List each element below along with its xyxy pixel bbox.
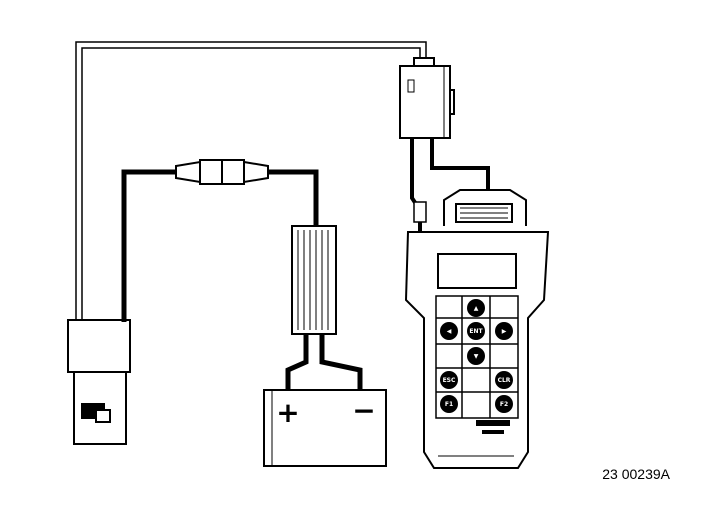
svg-text:ENT: ENT (469, 328, 483, 335)
key-escape[interactable]: ESC (440, 371, 458, 389)
power-unit (291, 225, 337, 335)
key-down[interactable]: ▼ (467, 347, 485, 365)
battery (263, 389, 387, 467)
svg-text:ESC: ESC (443, 377, 456, 384)
inline-fuse (175, 159, 269, 185)
battery-leads (285, 334, 363, 392)
keypad-keys: ▲ ◀ ENT ▶ ▼ ESC CLR F1 (440, 299, 513, 413)
key-right[interactable]: ▶ (495, 322, 513, 340)
svg-text:▲: ▲ (474, 305, 479, 312)
key-f1[interactable]: F1 (440, 395, 458, 413)
diagnostic-socket (67, 319, 131, 445)
keypad-panel (435, 295, 519, 419)
adapter-box (399, 57, 455, 139)
svg-text:CLR: CLR (498, 377, 511, 384)
svg-text:▼: ▼ (474, 353, 479, 360)
key-left[interactable]: ◀ (440, 322, 458, 340)
svg-text:F2: F2 (500, 401, 508, 408)
diagnostic-cable (75, 41, 427, 322)
battery-negative-terminal: − (352, 394, 375, 427)
handset-brand-logo (476, 420, 510, 434)
key-up[interactable]: ▲ (467, 299, 485, 317)
battery-positive-terminal: + (276, 396, 299, 429)
svg-text:▶: ▶ (502, 328, 507, 335)
handset-connector (443, 189, 527, 226)
svg-text:F1: F1 (445, 401, 453, 408)
cable-plug (413, 201, 427, 223)
power-cable (121, 169, 319, 322)
key-clear[interactable]: CLR (495, 371, 513, 389)
key-enter[interactable]: ENT (467, 322, 485, 340)
key-f2[interactable]: F2 (495, 395, 513, 413)
handset-display (437, 253, 517, 289)
svg-text:◀: ◀ (447, 328, 452, 335)
figure-reference-code: 23 00239A (602, 466, 670, 482)
